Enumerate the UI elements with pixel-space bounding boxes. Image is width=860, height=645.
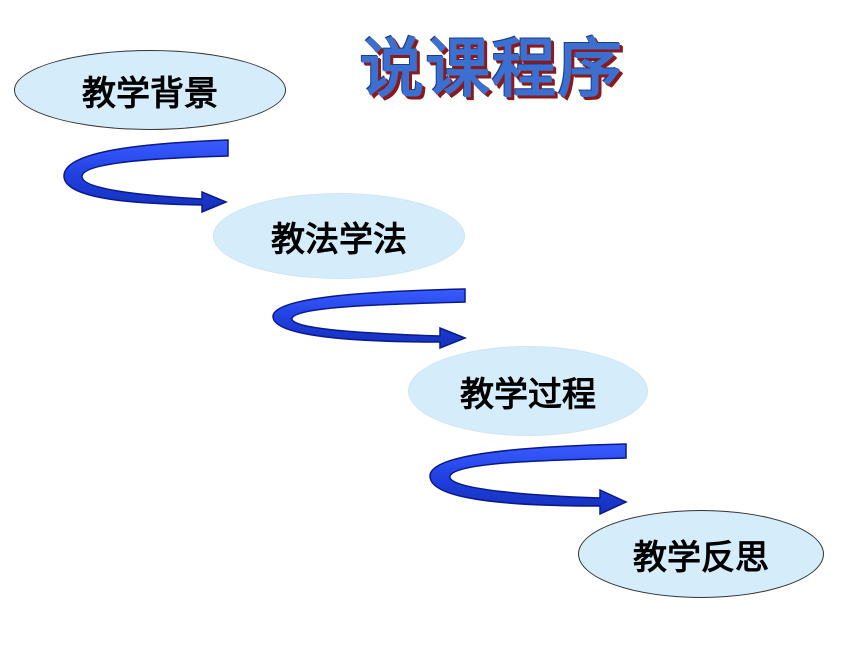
curved-arrow-3 [429, 443, 628, 516]
step-label: 教学过程 [460, 374, 596, 415]
step-teaching-reflection: 教学反思 [578, 510, 824, 598]
step-label: 教学反思 [633, 537, 769, 578]
slide-title: 说课程序 [360, 33, 624, 107]
step-label: 教学背景 [82, 73, 218, 114]
step-label: 教法学法 [271, 219, 407, 260]
step-teaching-methods: 教法学法 [213, 193, 465, 279]
curved-arrow-1 [63, 139, 229, 214]
step-teaching-background: 教学背景 [14, 50, 286, 130]
curved-arrow-2 [272, 288, 468, 350]
step-teaching-process: 教学过程 [408, 346, 648, 436]
